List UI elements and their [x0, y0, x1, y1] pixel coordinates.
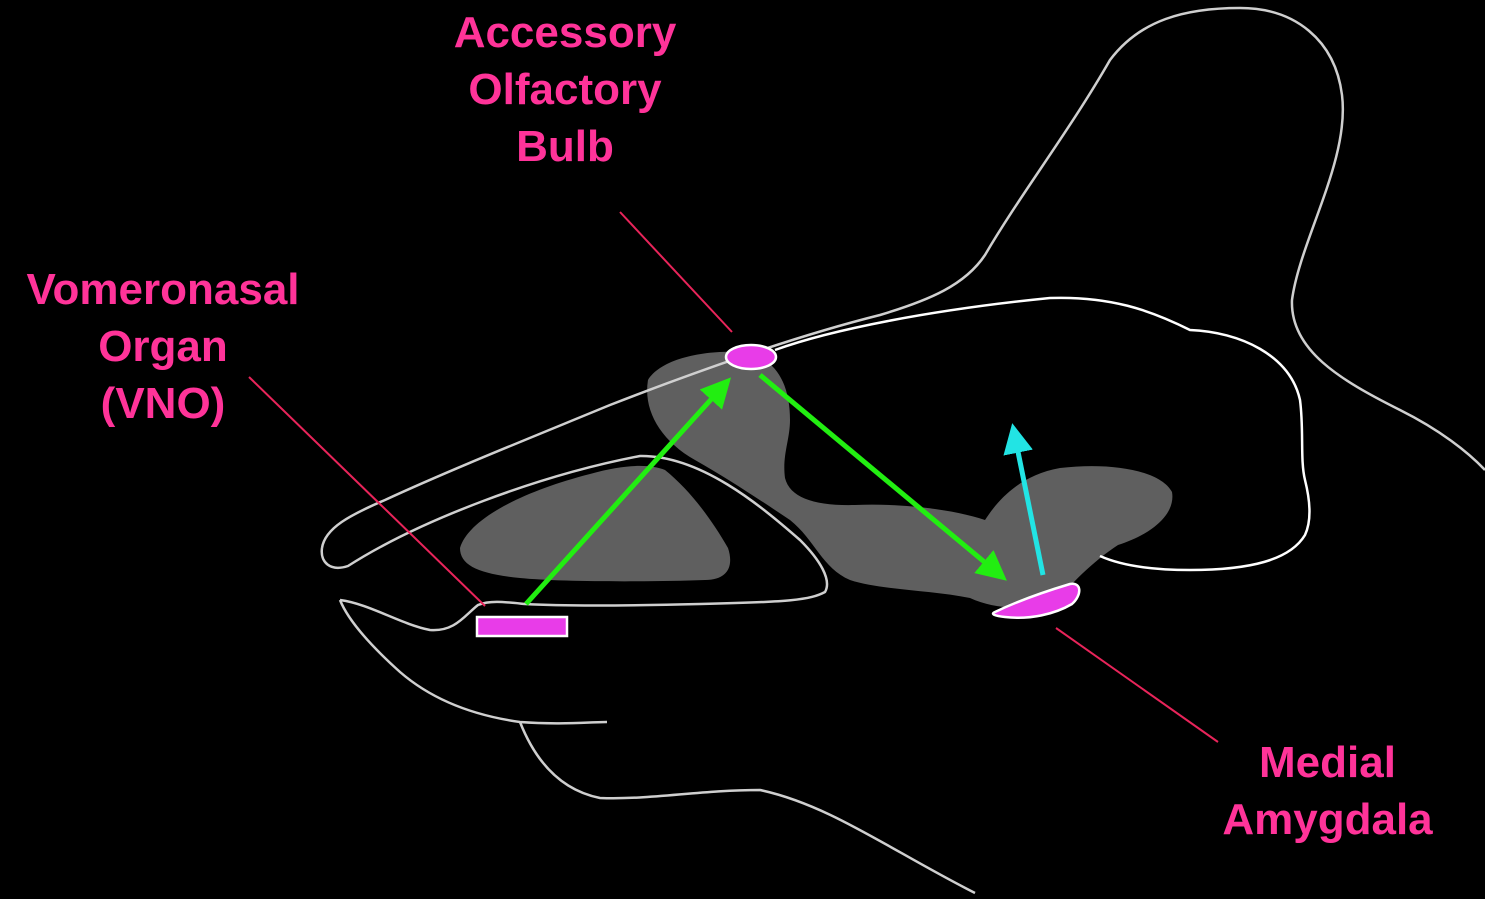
medial-amygdala-label: Medial Amygdala: [1195, 734, 1460, 848]
vno-label-line-2: Organ: [0, 318, 326, 375]
aob-pointer-line: [620, 212, 732, 332]
vno-label-line-3: (VNO): [0, 375, 326, 432]
vomeronasal-organ-shape: [477, 617, 567, 636]
ma-label-line-1: Medial: [1195, 734, 1460, 791]
nasal-cavity-tissue: [460, 466, 730, 581]
aob-label-line-3: Bulb: [425, 118, 705, 175]
vno-label-line-1: Vomeronasal: [0, 261, 326, 318]
accessory-olfactory-bulb-label: Accessory Olfactory Bulb: [425, 4, 705, 175]
aob-label-line-2: Olfactory: [425, 61, 705, 118]
throat-outline: [520, 722, 975, 893]
ma-label-line-2: Amygdala: [1195, 791, 1460, 848]
ma-pointer-line: [1056, 628, 1218, 742]
accessory-olfactory-bulb-shape: [726, 345, 776, 369]
aob-label-line-1: Accessory: [425, 4, 705, 61]
vomeronasal-organ-label: Vomeronasal Organ (VNO): [0, 261, 326, 432]
